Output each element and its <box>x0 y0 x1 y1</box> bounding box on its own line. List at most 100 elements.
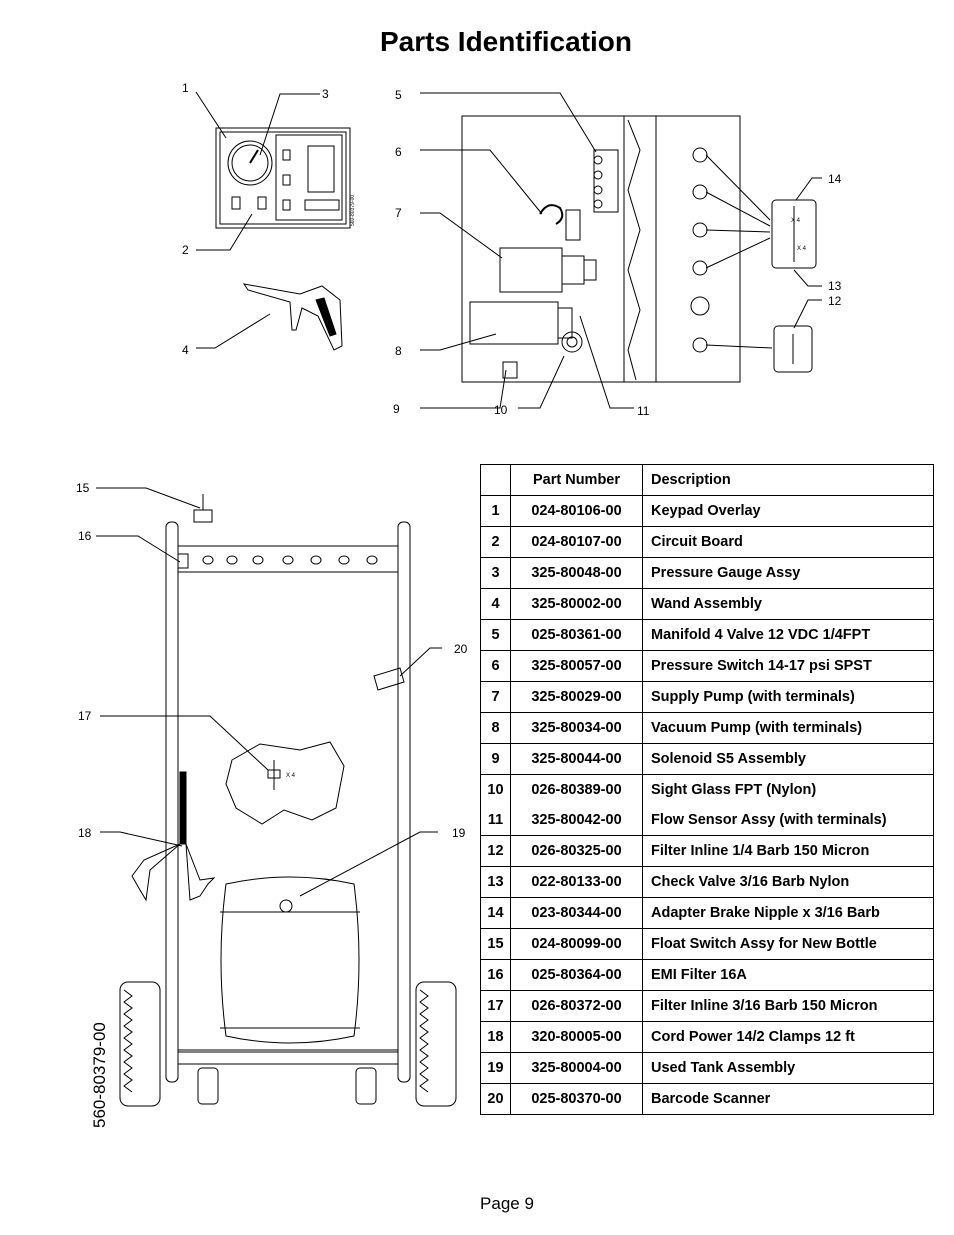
float-switch <box>193 509 213 523</box>
cart-frame-right <box>397 521 411 1083</box>
callout-8: 8 <box>395 344 402 358</box>
part-num: 2 <box>480 526 511 558</box>
page-footer: Page 9 <box>480 1194 534 1213</box>
emi-filter <box>177 553 189 569</box>
part-number: 325-80057-00 <box>510 650 643 682</box>
callout-19: 19 <box>452 826 466 840</box>
right-wheel <box>415 981 457 1107</box>
callout-5: 5 <box>395 88 402 102</box>
check-valve-bracket <box>771 199 817 269</box>
part-description: Flow Sensor Assy (with terminals) <box>642 805 934 836</box>
part-num: 6 <box>480 650 511 682</box>
callout-12: 12 <box>828 294 842 308</box>
part-number: 023-80344-00 <box>510 897 643 929</box>
part-num: 16 <box>480 959 511 991</box>
part-description: Check Valve 3/16 Barb Nylon <box>642 866 934 898</box>
callout-7: 7 <box>395 206 402 220</box>
pressure-gauge <box>227 140 273 186</box>
part-description: Barcode Scanner <box>642 1083 934 1115</box>
callout-16: 16 <box>78 529 92 543</box>
part-num: 5 <box>480 619 511 651</box>
part-number: 026-80389-00 <box>510 774 643 805</box>
part-description: Solenoid S5 Assembly <box>642 743 934 775</box>
part-description: Wand Assembly <box>642 588 934 620</box>
callout-14: 14 <box>828 172 842 186</box>
part-description: Pressure Gauge Assy <box>642 557 934 589</box>
part-description: Keypad Overlay <box>642 495 934 527</box>
part-number: 024-80099-00 <box>510 928 643 960</box>
part-description: Used Tank Assembly <box>642 1052 934 1084</box>
callout-18: 18 <box>78 826 92 840</box>
part-num: 7 <box>480 681 511 713</box>
barcode-scanner <box>373 667 405 691</box>
part-num: 10 <box>480 774 511 805</box>
part-number: 325-80048-00 <box>510 557 643 589</box>
callout-17: 17 <box>78 709 92 723</box>
power-cord <box>179 771 187 845</box>
part-description: EMI Filter 16A <box>642 959 934 991</box>
filter-cutout <box>225 741 345 825</box>
top-exploded-diagram: X 4 X 4 560-80379-00 1 2 3 4 5 6 7 8 9 1… <box>182 81 842 418</box>
filter-bracket <box>773 325 813 373</box>
part-number: 025-80364-00 <box>510 959 643 991</box>
header-part-number: Part Number <box>510 464 643 496</box>
keypad-drawing-code: 560-80379-00 <box>350 195 356 226</box>
header-num <box>480 464 511 496</box>
part-description: Filter Inline 1/4 Barb 150 Micron <box>642 835 934 867</box>
part-number: 022-80133-00 <box>510 866 643 898</box>
part-description: Circuit Board <box>642 526 934 558</box>
part-number: 325-80042-00 <box>510 805 643 836</box>
callout-10: 10 <box>494 403 508 417</box>
part-number: 325-80004-00 <box>510 1052 643 1084</box>
callout-20: 20 <box>454 642 468 656</box>
part-num: 3 <box>480 557 511 589</box>
part-number: 325-80034-00 <box>510 712 643 744</box>
part-number: 025-80370-00 <box>510 1083 643 1115</box>
part-num: 19 <box>480 1052 511 1084</box>
part-description: Adapter Brake Nipple x 3/16 Barb <box>642 897 934 929</box>
callout-3: 3 <box>322 87 329 101</box>
part-number: 024-80106-00 <box>510 495 643 527</box>
part-description: Filter Inline 3/16 Barb 150 Micron <box>642 990 934 1022</box>
part-num: 13 <box>480 866 511 898</box>
part-description: Supply Pump (with terminals) <box>642 681 934 713</box>
wand-assembly <box>242 283 343 351</box>
used-tank <box>220 876 360 1044</box>
main-cabinet <box>461 115 741 383</box>
callout-4: 4 <box>182 343 189 357</box>
x4-label-a: X 4 <box>791 218 801 224</box>
part-num: 9 <box>480 743 511 775</box>
callout-2: 2 <box>182 243 189 257</box>
part-description: Pressure Switch 14-17 psi SPST <box>642 650 934 682</box>
callout-11: 11 <box>637 404 650 418</box>
x4-label-b: X 4 <box>797 246 807 252</box>
part-number: 320-80005-00 <box>510 1021 643 1053</box>
table-header-row: Part Number Description <box>480 464 934 496</box>
part-num: 14 <box>480 897 511 929</box>
part-num: 1 <box>480 495 511 527</box>
callout-6: 6 <box>395 145 402 159</box>
cart-diagram: X 4 15 16 17 18 19 20 <box>76 481 468 1107</box>
part-num: 8 <box>480 712 511 744</box>
callout-13: 13 <box>828 279 842 293</box>
